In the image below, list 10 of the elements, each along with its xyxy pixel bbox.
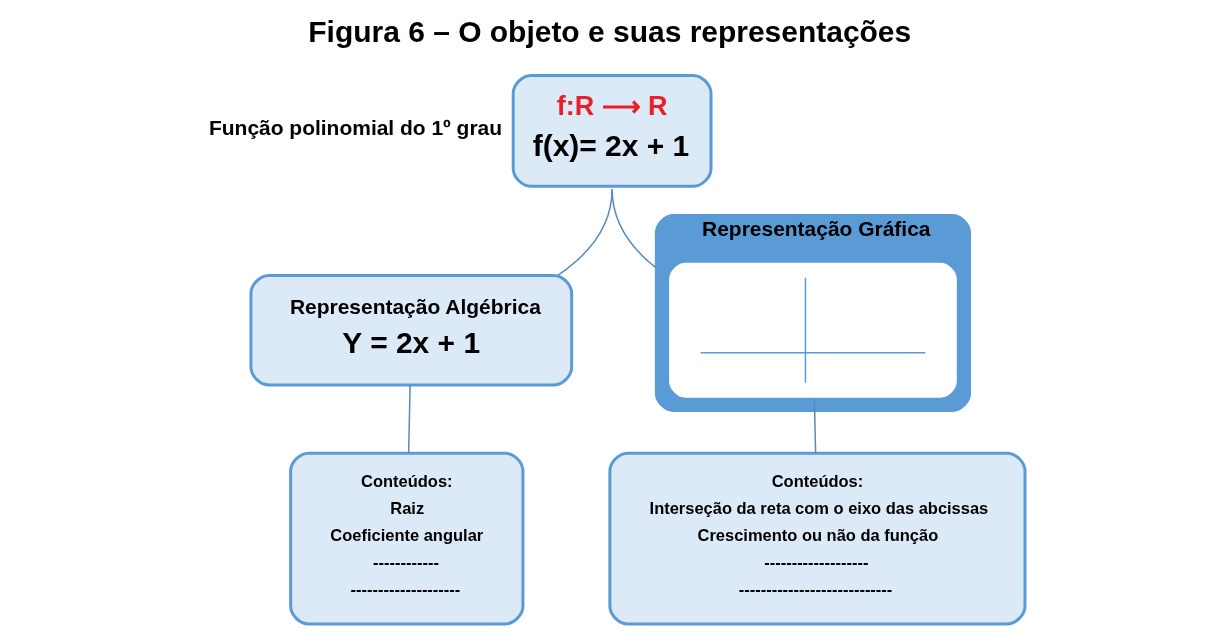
connector [407,384,411,454]
diagram-title: Figura 6 – O objeto e suas representações [308,15,912,49]
node-label: Função polinomial do 1º grau [208,115,503,139]
cluster: Representação Gráfica [654,214,972,412]
node-box: Conteúdos: Interseção da reta com o eixo das abcissas Crescimento ou não da função ------------------- ---------------------------- [608,451,1027,626]
connector [611,188,657,269]
node-picture [666,259,960,401]
node-box: Conteúdos: Raiz Coeficiente angular ------------ -------------------- [289,451,525,626]
node-box: Representação Algébrica Y = 2x + 1 [249,274,574,387]
connector [813,398,817,454]
